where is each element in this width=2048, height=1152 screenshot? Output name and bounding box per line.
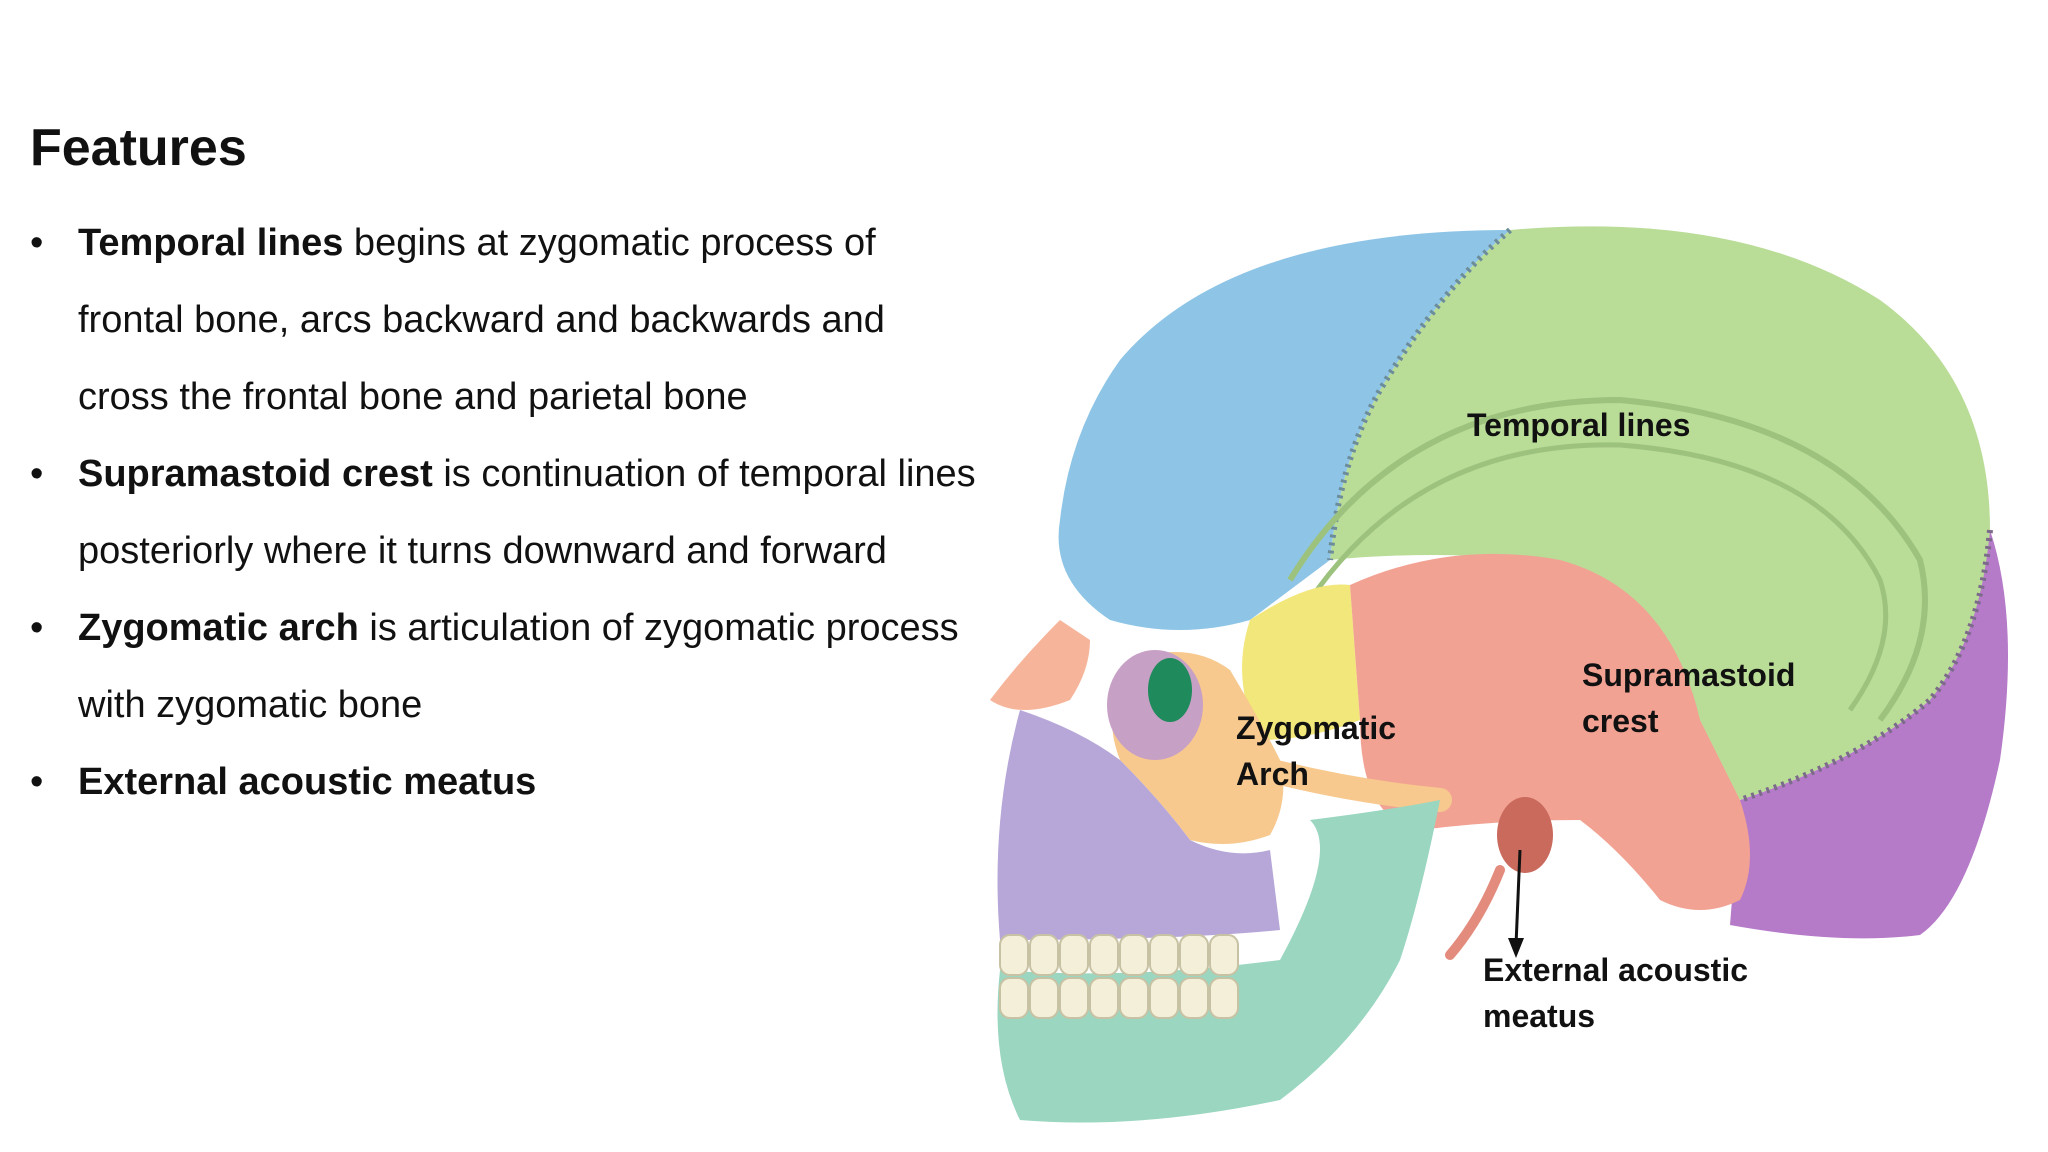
- label-supramastoid-crest-line1: Supramastoid: [1582, 657, 1796, 693]
- skull-diagram: Temporal lines Supramastoid crest Zygoma…: [980, 200, 2048, 1152]
- teeth: [999, 934, 1239, 1019]
- meatus-pointer-arrowhead: [1508, 938, 1524, 958]
- feature-list: Temporal lines begins at zygomatic proce…: [30, 205, 980, 821]
- bullet-term: Supramastoid crest: [78, 453, 433, 495]
- orbit-inner: [1148, 658, 1192, 722]
- slide-title: Features: [30, 119, 247, 177]
- coronal-suture: [1327, 227, 1512, 561]
- bullet-text: is continuation of temporal lines poster…: [78, 453, 976, 572]
- maxilla: [997, 710, 1280, 940]
- mandible: [997, 800, 1440, 1123]
- label-temporal-lines: Temporal lines: [1467, 407, 1691, 443]
- label-supramastoid-crest-line2: crest: [1582, 703, 1659, 739]
- bullet-text: begins at zygomatic process of frontal b…: [78, 222, 885, 418]
- occipital-bone: [1730, 530, 2008, 939]
- styloid-process: [1445, 865, 1505, 960]
- temporal-line-upper: [1287, 396, 1928, 722]
- list-item: Zygomatic arch is articulation of zygoma…: [30, 590, 980, 744]
- lambdoid-suture: [1739, 529, 1993, 803]
- frontal-bone: [1058, 230, 1510, 630]
- bullet-term: Temporal lines: [78, 222, 344, 264]
- skull-illustration: [990, 226, 2008, 1123]
- nasal-bone: [990, 620, 1090, 710]
- list-item: Temporal lines begins at zygomatic proce…: [30, 205, 980, 436]
- label-external-acoustic-meatus-line2: meatus: [1483, 998, 1596, 1034]
- parietal-bone: [1330, 226, 1990, 800]
- sphenoid-bone: [1242, 584, 1360, 740]
- temporal-line-lower: [1307, 442, 1889, 712]
- label-external-acoustic-meatus-line1: External acoustic: [1483, 952, 1748, 988]
- meatus-pointer-line: [1514, 849, 1522, 946]
- list-item: External acoustic meatus: [30, 744, 980, 821]
- label-zygomatic-arch-line1: Zygomatic: [1236, 710, 1397, 746]
- bullet-term: External acoustic meatus: [78, 761, 537, 803]
- bullet-text: is articulation of zygomatic process wit…: [78, 607, 959, 726]
- external-acoustic-meatus: [1497, 797, 1553, 873]
- label-zygomatic-arch-line2: Arch: [1236, 756, 1309, 792]
- zygomatic-arch: [1238, 753, 1452, 812]
- bullet-term: Zygomatic arch: [78, 607, 359, 649]
- list-item: Supramastoid crest is continuation of te…: [30, 436, 980, 590]
- temporal-bone: [1350, 553, 1750, 910]
